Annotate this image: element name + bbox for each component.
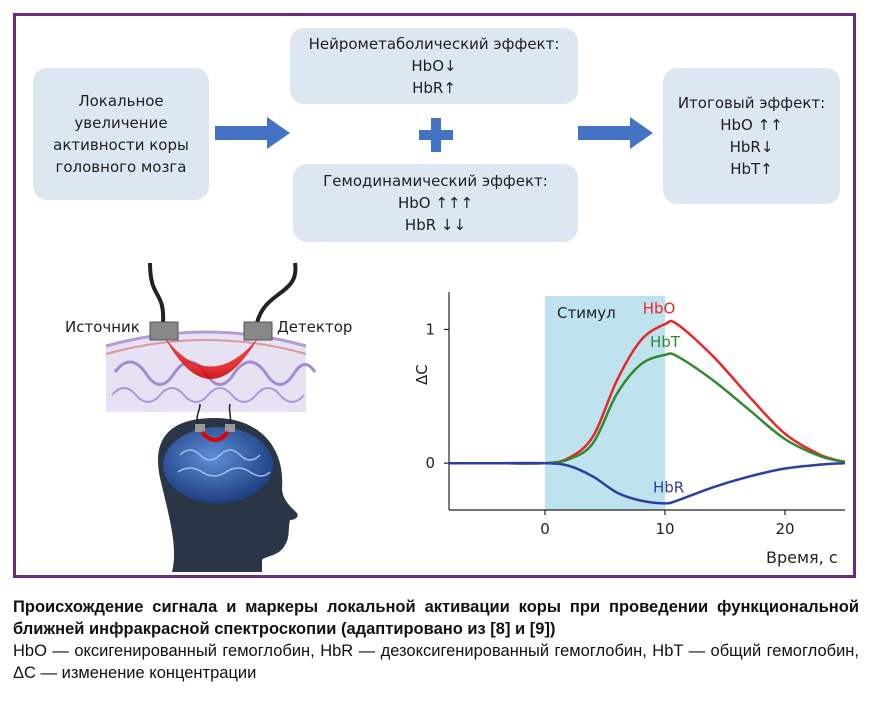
x-tick-label: 0 <box>540 520 550 538</box>
source-label: Источник <box>65 318 140 336</box>
box-neurometabolic: Нейрометаболический эффект: HbO↓ HbR↑ <box>290 28 578 104</box>
series-line-hbr <box>448 461 846 505</box>
box-left-line-4: головного мозга <box>55 158 187 176</box>
detector-label: Детектор <box>277 318 353 336</box>
neurometabolic-hbo: HbO↓ <box>411 57 457 75</box>
plus-icon <box>419 118 453 152</box>
y-tick-label: 1 <box>425 320 435 338</box>
series-label-hbo: HbO <box>643 299 676 317</box>
caption-legend: HbO — оксигенированный гемоглобин, HbR —… <box>13 642 859 682</box>
total-hbo: HbO ↑↑ <box>720 116 783 134</box>
stimulus-band <box>545 296 665 510</box>
caption-title: Происхождение сигнала и маркеры локально… <box>13 598 859 638</box>
series-label-hbr: HbR <box>653 479 684 497</box>
stimulus-label: Стимул <box>557 304 616 322</box>
total-hbt: HbT↑ <box>730 160 773 178</box>
y-axis-label: ΔC <box>413 364 431 385</box>
box-hemodynamic: Гемодинамический эффект: HbO ↑↑↑ HbR ↓↓ <box>293 164 578 242</box>
box-left-line-2: увеличение <box>74 114 168 132</box>
hemodynamic-title: Гемодинамический эффект: <box>323 172 548 190</box>
box-total-effect: Итоговый эффект: HbO ↑↑ HbR↓ HbT↑ <box>663 68 840 204</box>
arrow-right-icon <box>215 117 290 149</box>
total-hbr: HbR↓ <box>729 138 774 156</box>
arrow-right-icon <box>578 117 653 149</box>
x-tick-label: 10 <box>655 520 674 538</box>
box-left-line-3: активности коры <box>53 136 189 154</box>
x-axis-label: Время, с <box>766 548 838 567</box>
total-title: Итоговый эффект: <box>677 94 826 112</box>
hemodynamic-hbr: HbR ↓↓ <box>404 216 467 234</box>
box-local-activity: Локальное увеличение активности коры гол… <box>33 68 209 200</box>
neurometabolic-hbr: HbR↑ <box>412 79 456 97</box>
series-label-hbt: HbT <box>650 333 681 351</box>
y-tick-label: 0 <box>425 454 435 472</box>
hemodynamic-hbo: HbO ↑↑↑ <box>397 194 474 212</box>
figure-caption: Происхождение сигнала и маркеры локально… <box>13 596 859 684</box>
box-left-line-1: Локальное <box>78 92 164 110</box>
x-tick-label: 20 <box>775 520 794 538</box>
neurometabolic-title: Нейрометаболический эффект: <box>308 35 560 53</box>
